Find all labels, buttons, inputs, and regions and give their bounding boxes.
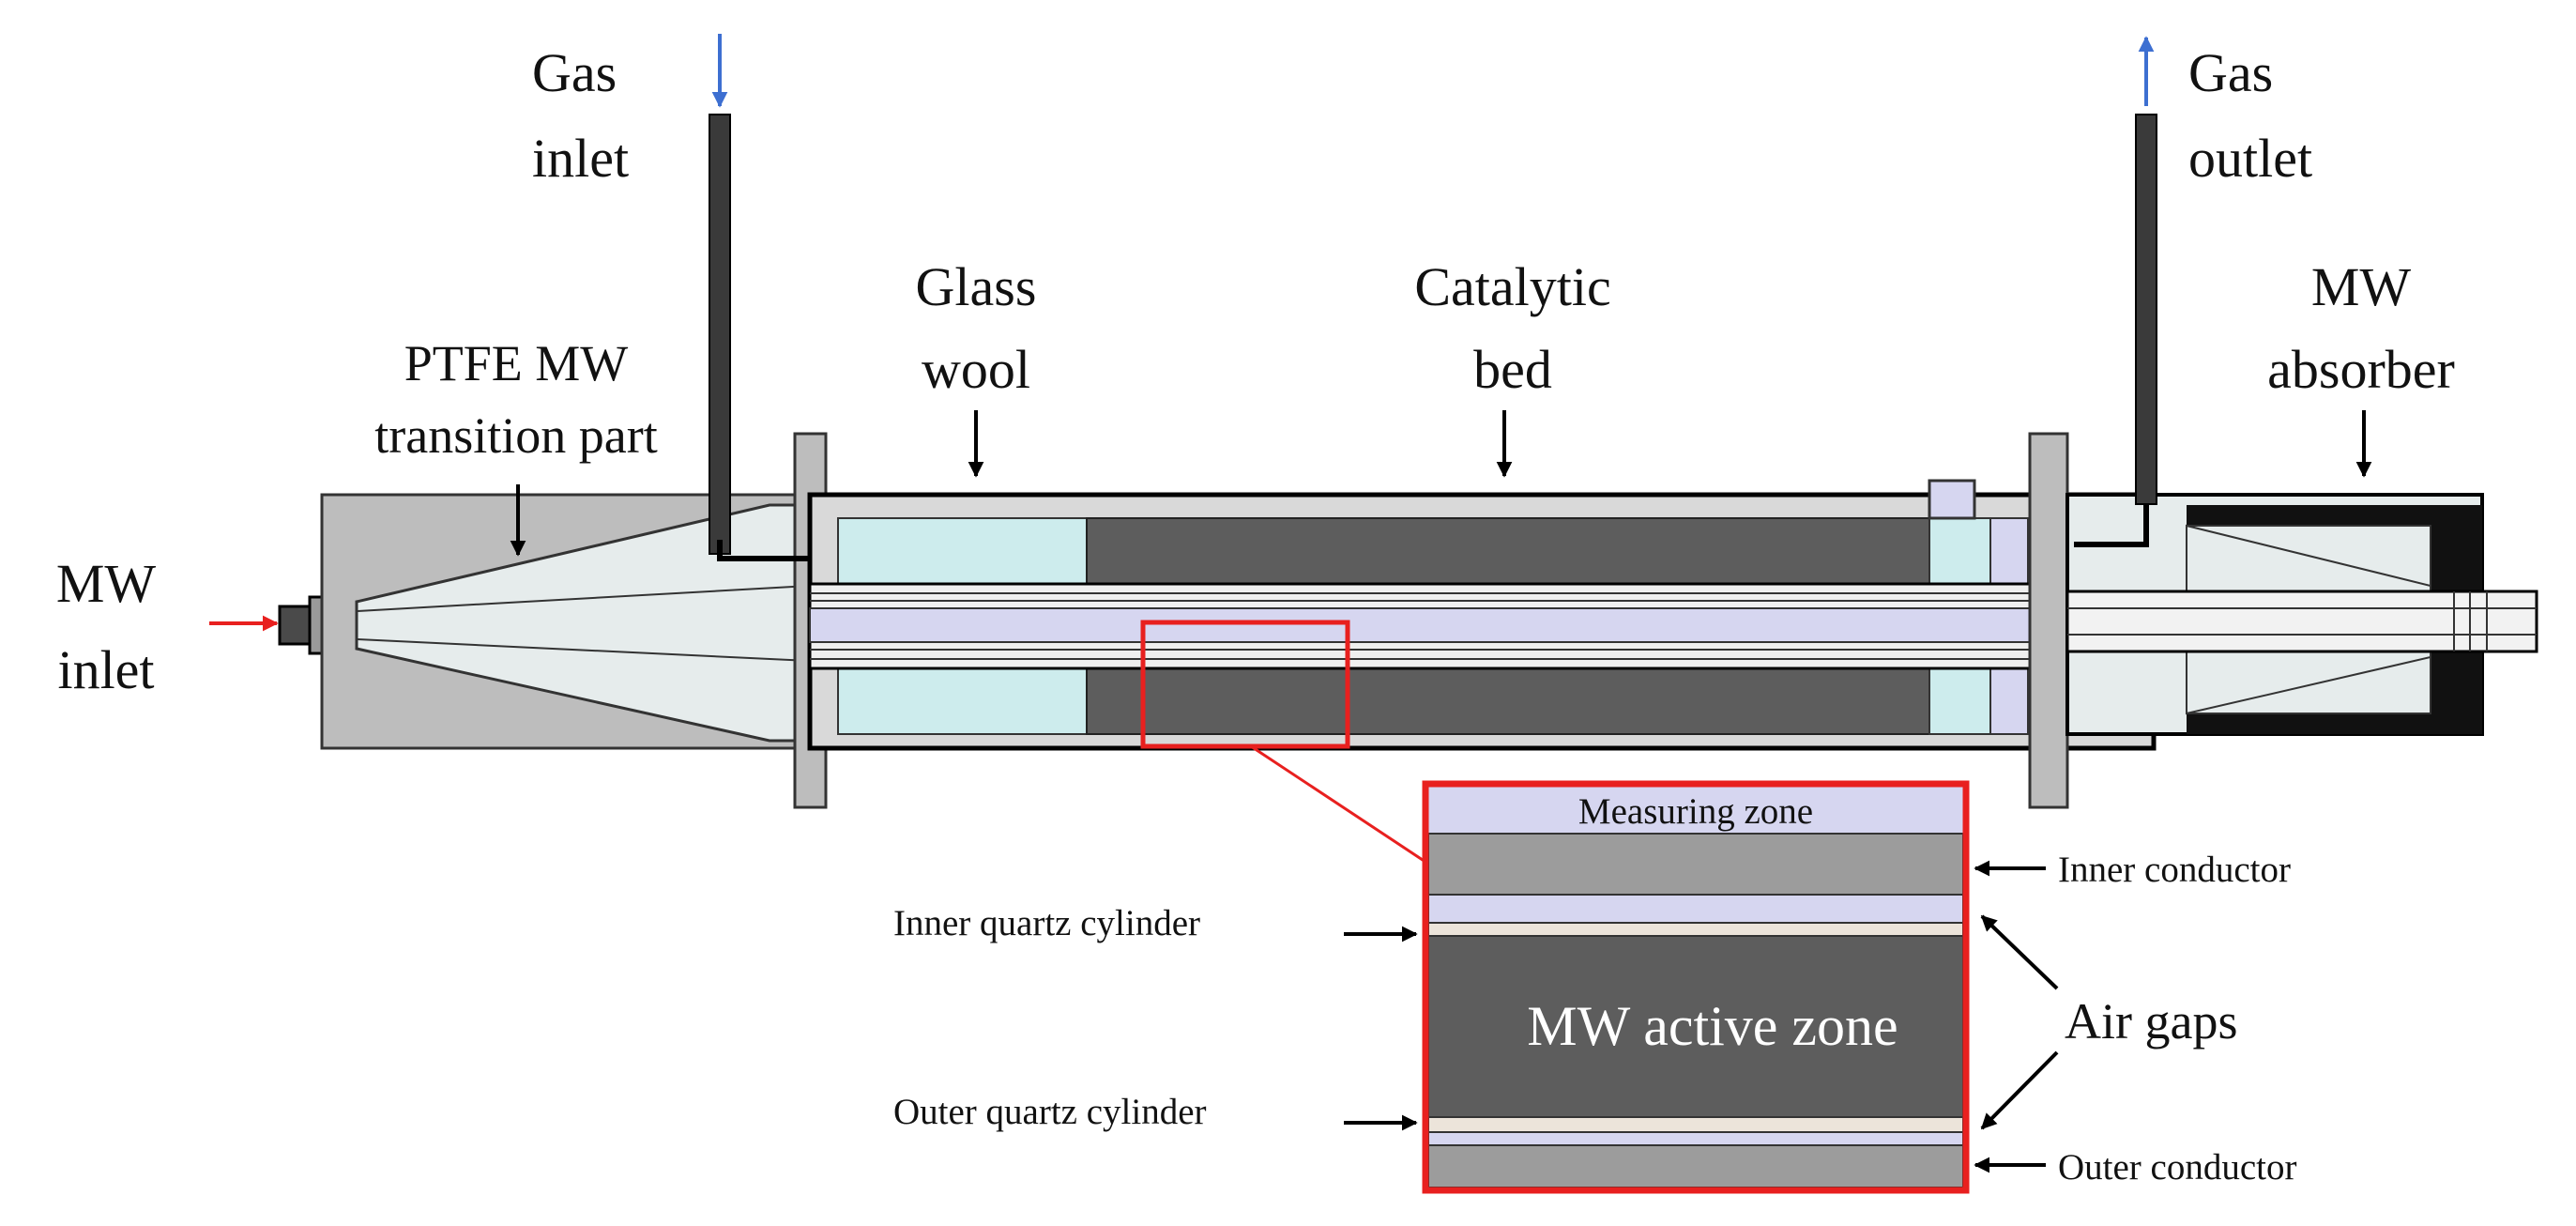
outer-quartz-label: Outer quartz cylinder (893, 1092, 1207, 1132)
glass-wool-right-top (1928, 517, 1991, 585)
zoom-connector-line (1250, 744, 1435, 869)
catalytic-bed-top (1086, 517, 1930, 585)
ptfe-inner-line-bottom (356, 638, 811, 662)
catalytic-bed-label: Catalytic (1414, 256, 1610, 317)
measuring-zone-label: Measuring zone (1578, 791, 1813, 832)
gas-inlet-label-2: inlet (532, 128, 629, 189)
inset-air-gap-1 (1427, 894, 1964, 924)
mw-inlet-label: MW (56, 553, 157, 614)
arrows (209, 34, 2372, 1173)
inner-conductor-extension (2065, 590, 2538, 653)
lavender-plug-bottom (1989, 667, 2029, 735)
right-flange (2028, 432, 2069, 809)
inset-inner-conductor (1427, 833, 1964, 896)
reactor-body (278, 114, 2538, 869)
gas-outlet-label: Gas (2188, 42, 2273, 103)
catalytic-bed-label-2: bed (1473, 339, 1552, 400)
inner-quartz-label: Inner quartz cylinder (893, 903, 1200, 943)
inset-measuring-zone (1428, 787, 1963, 834)
gas-outlet-elbow (2074, 504, 2149, 547)
glass-wool-label-2: wool (922, 339, 1030, 400)
ptfe-label-2: transition part (374, 407, 657, 464)
lavender-plug-top (1989, 517, 2029, 585)
gas-inlet-label: Gas (532, 42, 617, 103)
glass-wool-label: Glass (916, 256, 1037, 317)
glass-wool-top (837, 517, 1088, 585)
inset-outer-conductor (1427, 1144, 1964, 1188)
mw-inlet-label-2: inlet (57, 639, 154, 700)
glass-wool-right-bottom (1928, 667, 1991, 735)
outer-conductor-label: Outer conductor (2058, 1147, 2297, 1188)
catalytic-bed-bottom (1086, 667, 1930, 735)
gas-outlet-tube (2135, 114, 2157, 505)
air-gap-arrow-bottom (1980, 1050, 2059, 1130)
mw-absorber-label: MW (2311, 256, 2412, 317)
port-block (1928, 479, 1976, 520)
air-gap-arrow-top (1980, 914, 2059, 990)
measuring-zone-band (809, 607, 2155, 643)
glass-wool-bottom (837, 667, 1088, 735)
gas-inlet-elbow (717, 540, 810, 561)
zoom-highlight-box (1140, 620, 1350, 749)
labels: Gas inlet Gas outlet Glass wool Catalyti… (56, 42, 2455, 1188)
inset-outer-quartz (1427, 1116, 1964, 1133)
mw-absorber-label-2: absorber (2267, 339, 2455, 400)
gas-outlet-label-2: outlet (2188, 128, 2312, 189)
ptfe-inner-line-top (356, 585, 811, 612)
inner-conductor-label: Inner conductor (2058, 850, 2291, 890)
inset-detail: Measuring zone MW active zone (1422, 780, 1970, 1194)
air-gaps-label: Air gaps (2065, 993, 2237, 1050)
inset-air-gap-2 (1427, 1131, 1964, 1146)
mw-active-zone-label: MW active zone (1527, 995, 1898, 1057)
ptfe-label: PTFE MW (404, 335, 629, 391)
inset-inner-quartz (1427, 922, 1964, 937)
gas-inlet-tube (709, 114, 731, 555)
inset-frame (1422, 780, 1970, 1194)
